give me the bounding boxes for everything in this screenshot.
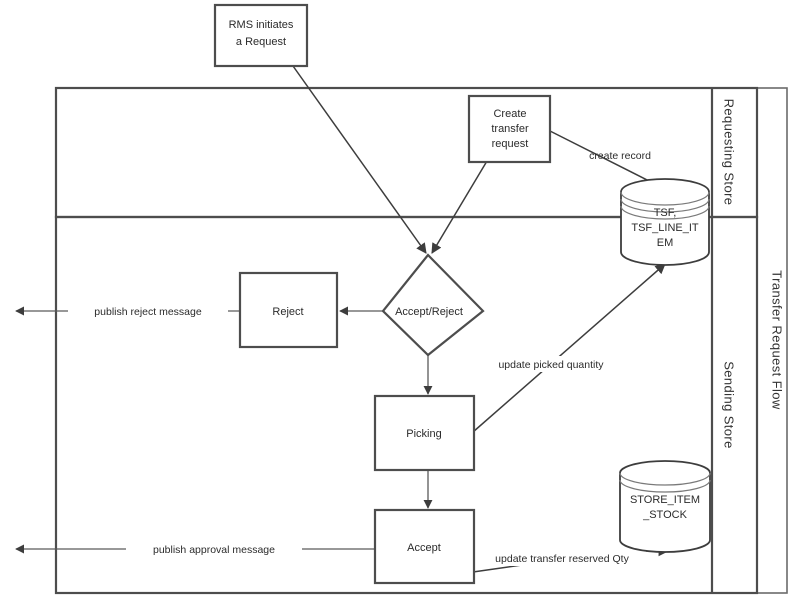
node-label-create-transfer-request-line1: Create	[493, 108, 526, 120]
node-label-create-transfer-request-line2: transfer	[491, 123, 529, 135]
lane-label-requesting-store: Requesting Store	[722, 99, 737, 206]
node-label-tsf-datastore-line1: TSF,	[654, 207, 677, 219]
edge-label-create-record: create record	[589, 150, 651, 162]
node-label-tsf-datastore-line3: EM	[657, 237, 674, 249]
node-label-picking: Picking	[406, 428, 441, 440]
edge-rms-to-decision	[292, 65, 427, 254]
edge-label-publish-approval-message: publish approval message	[153, 544, 275, 556]
node-label-accept-reject: Accept/Reject	[395, 306, 463, 318]
node-reject[interactable]: Reject	[238, 271, 339, 349]
node-label-store-item-stock-line2: _STOCK	[642, 509, 687, 521]
node-create-transfer-request[interactable]: Create transfer request	[467, 94, 552, 164]
edge-label-update-transfer-reserved-qty: update transfer reserved Qty	[495, 553, 629, 565]
node-picking[interactable]: Picking	[373, 394, 476, 472]
node-accept-reject-decision[interactable]: Accept/Reject	[381, 253, 485, 357]
edge-picking-to-tsf	[472, 263, 666, 433]
node-store-item-stock-datastore[interactable]: STORE_ITEM _STOCK	[619, 460, 711, 553]
node-label-accept: Accept	[407, 542, 441, 554]
node-label-rms-initiates-line1: RMS initiates	[229, 19, 294, 31]
lane-label-sending-store: Sending Store	[722, 361, 737, 449]
node-label-rms-initiates-line2: a Request	[236, 36, 286, 48]
pool-label: Transfer Request Flow	[770, 270, 785, 410]
edge-create-to-tsf	[549, 130, 664, 189]
node-label-tsf-datastore-line2: TSF_LINE_IT	[631, 222, 699, 234]
edge-create-to-decision	[431, 160, 488, 254]
node-label-create-transfer-request-line3: request	[492, 138, 529, 150]
edge-label-publish-reject-message: publish reject message	[94, 306, 202, 318]
node-rms-initiates-request[interactable]: RMS initiates a Request	[213, 3, 309, 68]
node-label-store-item-stock-line1: STORE_ITEM	[630, 494, 700, 506]
node-tsf-datastore[interactable]: TSF, TSF_LINE_IT EM	[620, 178, 710, 266]
node-accept[interactable]: Accept	[373, 508, 476, 585]
edge-label-update-picked-quantity: update picked quantity	[498, 359, 604, 371]
lane-sending-store: Sending Store	[54, 215, 759, 595]
node-label-reject: Reject	[272, 306, 303, 318]
